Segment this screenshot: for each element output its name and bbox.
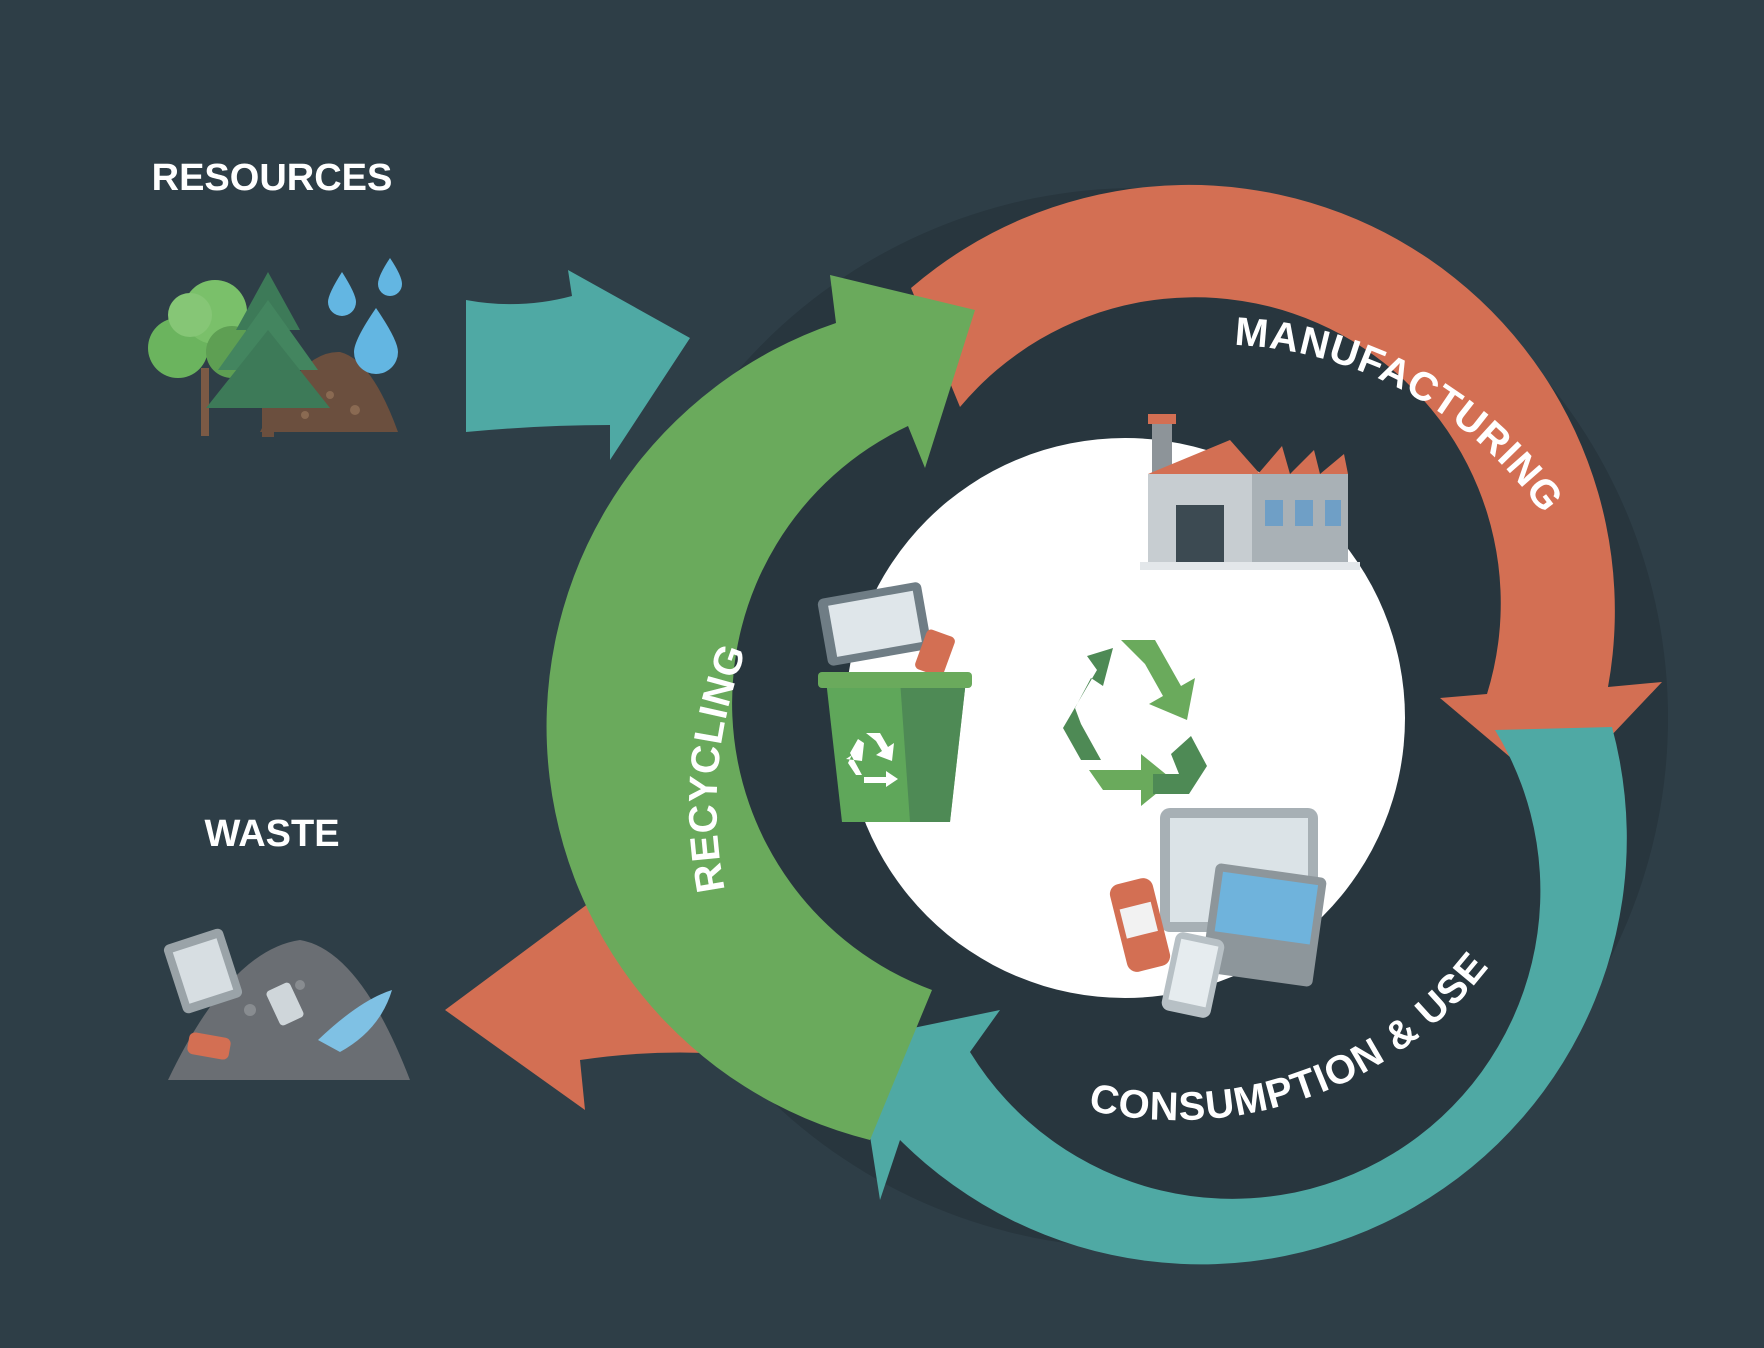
resources-label: RESOURCES <box>152 157 393 199</box>
manufacturing-arrow <box>911 184 1662 796</box>
recycle-bin-icon <box>817 582 972 822</box>
electronic-devices-icon <box>1109 808 1327 1018</box>
waste-label: WASTE <box>204 813 339 855</box>
recycling-arrow <box>546 275 975 1140</box>
water-drops-icon <box>328 258 402 374</box>
recycle-symbol-icon <box>1063 640 1207 806</box>
resources-inflow-arrow <box>466 270 690 460</box>
trees-icon <box>148 272 398 437</box>
consumption-use-arrow <box>855 727 1627 1265</box>
factory-icon <box>1140 414 1360 570</box>
waste-pile-icon <box>163 928 410 1080</box>
